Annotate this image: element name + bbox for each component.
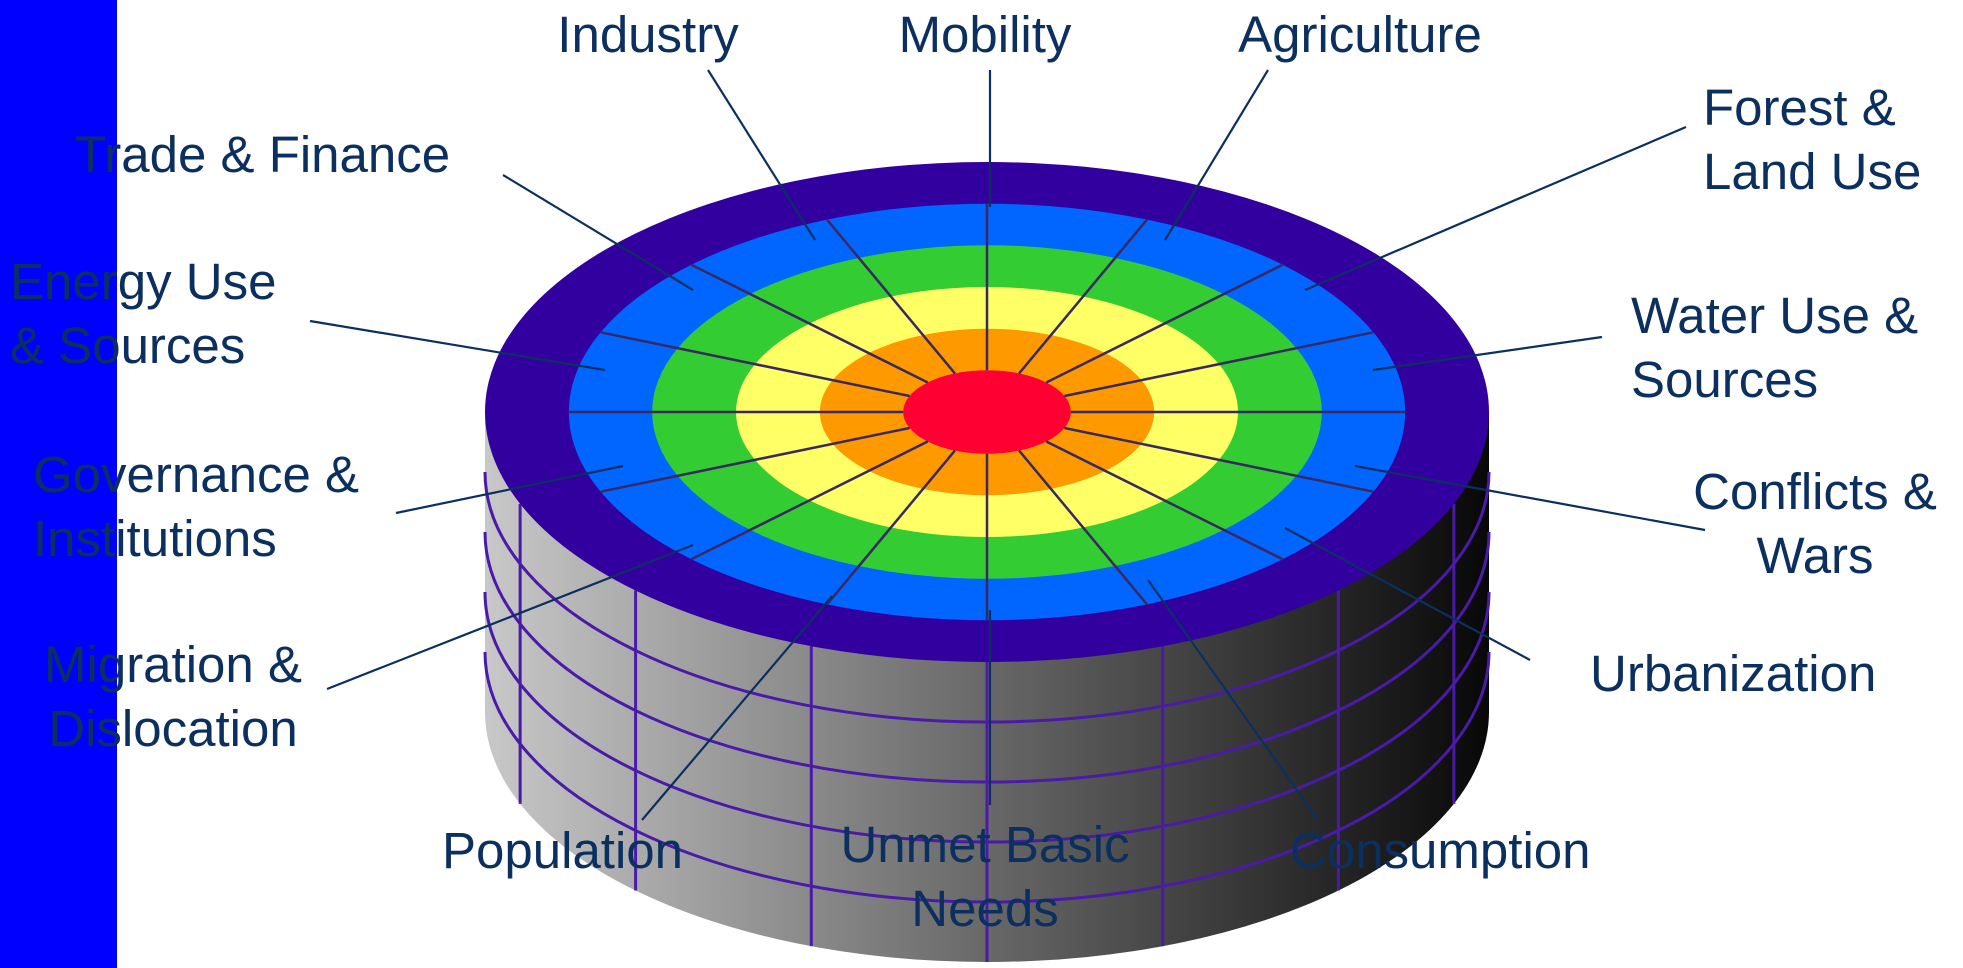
spoke-14	[1018, 218, 1148, 375]
label-unmet-basic-needs: Unmet Basic Needs	[840, 816, 1130, 937]
spoke-lines	[568, 203, 1406, 621]
leader-line-water	[1372, 335, 1603, 372]
leader-line-energy	[309, 319, 606, 372]
label-trade-finance: Trade & Finance	[75, 126, 451, 183]
label-governance: Governance & Institutions	[33, 446, 360, 567]
spoke-12	[826, 218, 956, 375]
leader-line-governance	[395, 464, 624, 515]
label-agriculture: Agriculture	[1238, 6, 1482, 63]
leader-line-population	[641, 595, 833, 821]
label-energy-use: Energy Use & Sources	[10, 253, 277, 374]
label-consumption: Consumption	[1290, 822, 1591, 879]
spoke-16	[1064, 331, 1374, 398]
spoke-8	[600, 426, 910, 493]
spoke-11	[690, 263, 929, 384]
spoke-3	[1045, 440, 1284, 561]
spoke-6	[826, 449, 956, 606]
leader-line-trade	[502, 174, 694, 291]
leader-line-consumption	[1147, 579, 1319, 821]
spoke-4	[1018, 449, 1148, 606]
leader-line-agriculture	[1164, 69, 1269, 241]
label-mobility: Mobility	[898, 6, 1072, 63]
label-forest-land-use: Forest & Land Use	[1703, 79, 1922, 200]
label-water-use: Water Use & Sources	[1631, 287, 1919, 408]
label-urbanization: Urbanization	[1590, 645, 1877, 702]
label-migration: Migration & Dislocation	[44, 636, 302, 757]
leader-line-urbanization	[1284, 527, 1531, 661]
leader-lines	[309, 69, 1706, 821]
label-industry: Industry	[557, 6, 739, 63]
spoke-2	[1064, 426, 1374, 493]
leader-line-migration	[326, 543, 694, 691]
label-conflicts: Conflicts & Wars	[1693, 463, 1937, 584]
leader-line-industry	[707, 69, 816, 241]
label-population: Population	[442, 822, 684, 879]
core-circle	[903, 370, 1071, 454]
leader-line-conflicts	[1354, 464, 1706, 532]
spoke-7	[690, 440, 929, 561]
left-accent-bar	[0, 0, 117, 968]
spoke-10	[600, 331, 910, 398]
leader-line-forest	[1304, 125, 1687, 292]
spoke-15	[1045, 263, 1284, 384]
